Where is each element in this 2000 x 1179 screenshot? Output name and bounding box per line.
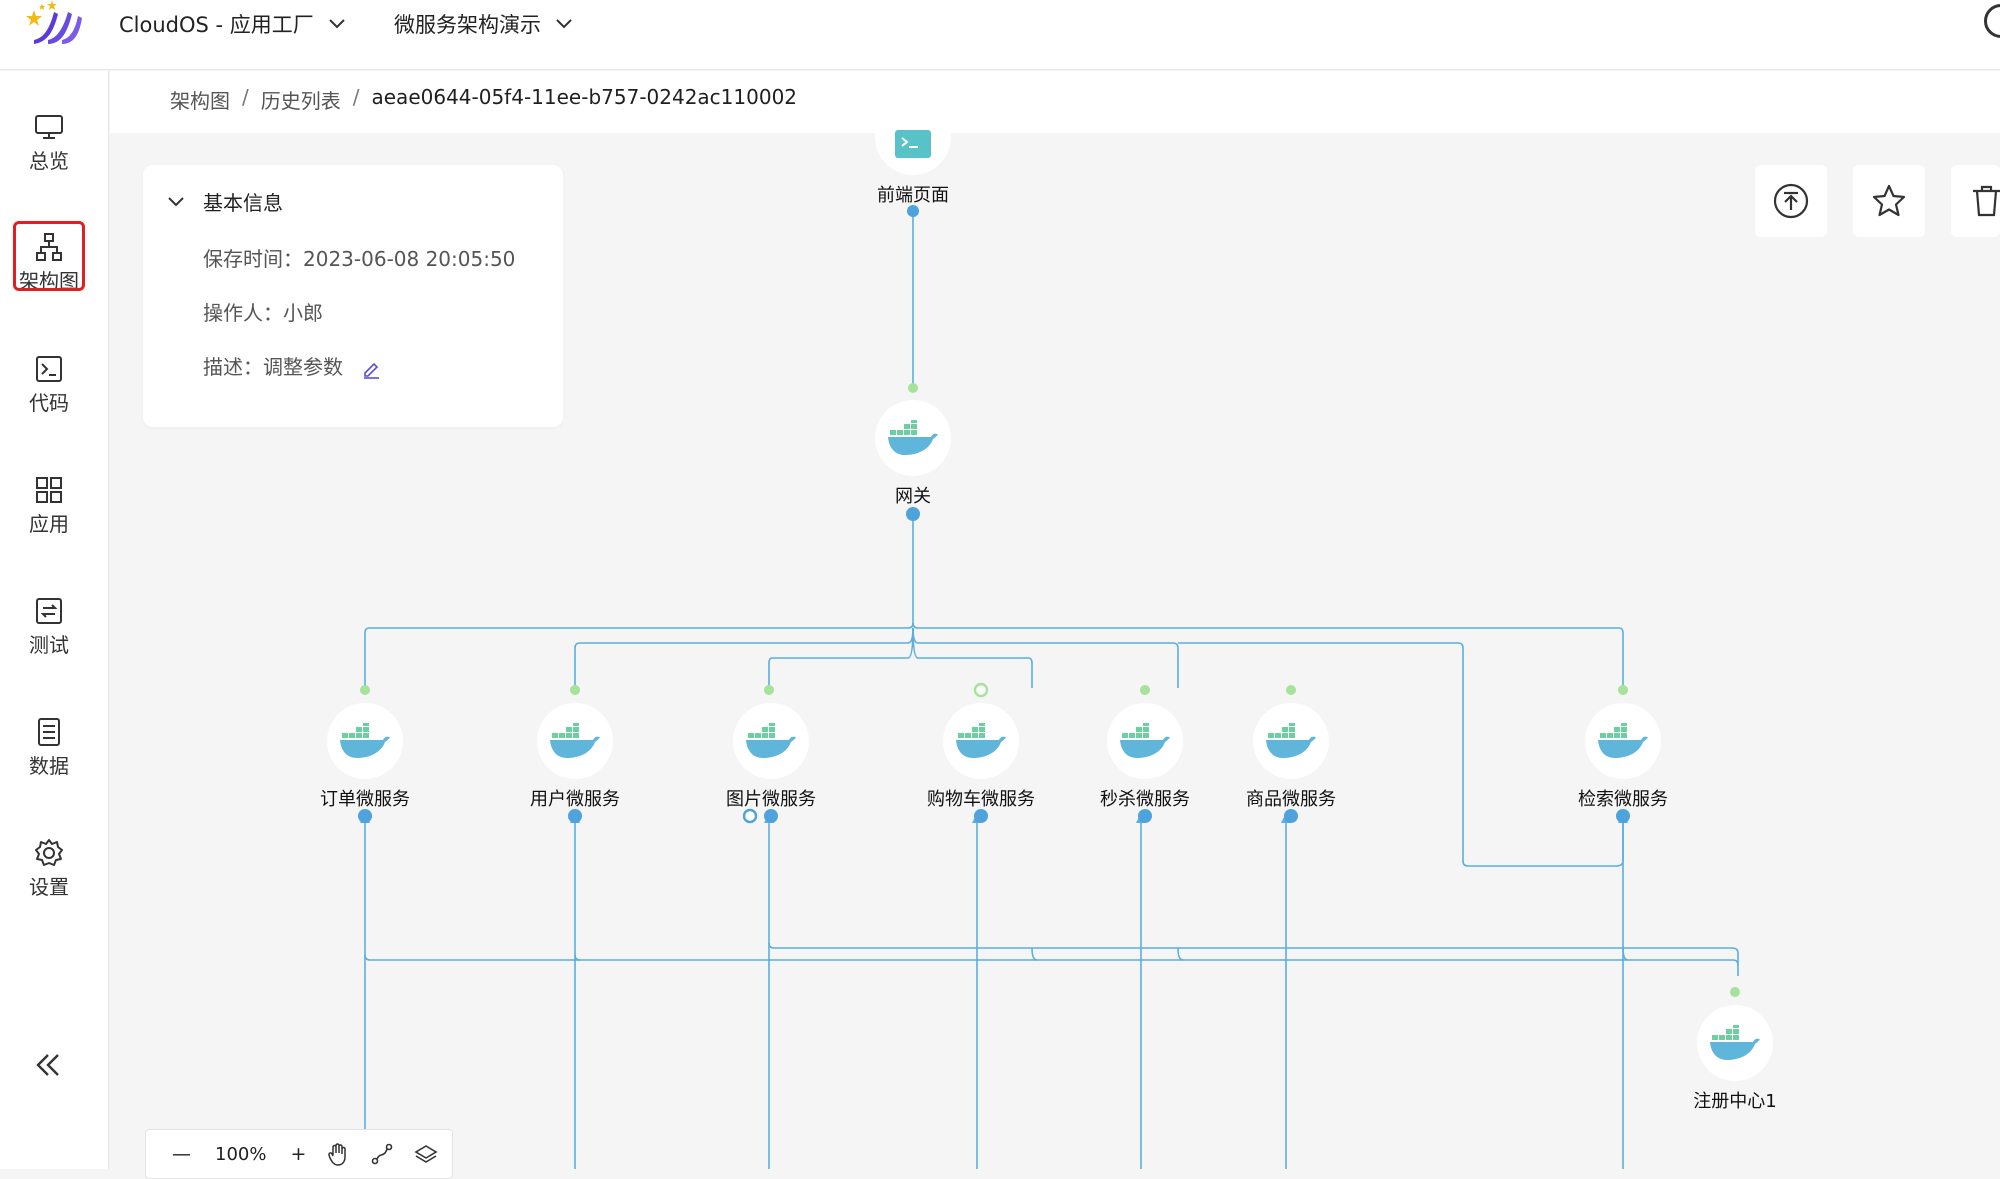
- node-label: 图片微服务: [726, 789, 816, 810]
- double-chevron-left-icon[interactable]: [30, 1047, 66, 1083]
- user-circle-icon[interactable]: [1984, 4, 2000, 38]
- breadcrumb-item-current: aeae0644-05f4-11ee-b757-0242ac110002: [371, 85, 798, 109]
- data-icon: [38, 718, 60, 746]
- diagram-node-order[interactable]: 订单微服务: [265, 703, 465, 811]
- diagram-node-registry[interactable]: 注册中心1: [1635, 1005, 1835, 1113]
- upload-icon: [1773, 183, 1809, 219]
- node-label: 前端页面: [877, 185, 949, 206]
- cloudos-logo[interactable]: [22, 0, 82, 48]
- grid-icon: [36, 477, 62, 503]
- node-label: 检索微服务: [1578, 789, 1668, 810]
- zoom-out-button[interactable]: —: [172, 1143, 191, 1165]
- hand-pan-icon[interactable]: [326, 1142, 350, 1166]
- sidebar-item-code[interactable]: 代码: [0, 353, 98, 433]
- node-label: 订单微服务: [320, 789, 410, 810]
- org-chart-icon: [36, 233, 62, 261]
- breadcrumb: 架构图 / 历史列表 / aeae0644-05f4-11ee-b757-024…: [170, 85, 797, 114]
- sidebar-item-testing[interactable]: 测试: [0, 595, 98, 675]
- chevron-down-icon: [556, 19, 572, 29]
- operator: 操作人：小郎: [203, 301, 323, 325]
- workspace-selector[interactable]: CloudOS - 应用工厂: [119, 8, 346, 40]
- diagram-node-user[interactable]: 用户微服务: [475, 703, 675, 811]
- sidebar: 总览 架构图 代码 应用 测试 数据 设置: [0, 71, 109, 1169]
- sidebar-item-label: 代码: [29, 391, 69, 415]
- project-name: 微服务架构演示: [394, 13, 541, 37]
- diagram-node-cart[interactable]: 购物车微服务: [881, 703, 1081, 811]
- layers-icon[interactable]: [414, 1142, 438, 1166]
- diagram-node-product[interactable]: 商品微服务: [1191, 703, 1391, 811]
- gear-icon: [35, 839, 63, 866]
- project-selector[interactable]: 微服务架构演示: [394, 8, 573, 40]
- docker-whale-icon: [1585, 703, 1661, 779]
- docker-whale-icon: [1107, 703, 1183, 779]
- sidebar-item-label: 数据: [29, 754, 69, 778]
- node-label: 网关: [895, 486, 931, 507]
- breadcrumb-separator: /: [352, 85, 360, 109]
- sidebar-item-architecture[interactable]: 架构图: [0, 231, 98, 311]
- node-label: 用户微服务: [530, 789, 620, 810]
- info-card-header[interactable]: 基本信息: [167, 187, 283, 216]
- workspace-name: CloudOS - 应用工厂: [119, 13, 314, 37]
- sidebar-item-settings[interactable]: 设置: [0, 837, 98, 917]
- node-label: 秒杀微服务: [1100, 789, 1190, 810]
- sidebar-item-label: 设置: [29, 875, 69, 899]
- diagram-node-image[interactable]: 图片微服务: [671, 703, 871, 811]
- save-time: 保存时间：2023-06-08 20:05:50: [203, 247, 516, 271]
- chevron-down-icon: [329, 19, 345, 29]
- node-label: 购物车微服务: [927, 789, 1035, 810]
- connector-icon[interactable]: [370, 1142, 394, 1166]
- delete-button[interactable]: [1951, 165, 2000, 237]
- edit-pencil-icon[interactable]: [361, 359, 381, 379]
- node-icon-frame: [875, 115, 951, 175]
- diagram-node-seckill[interactable]: 秒杀微服务: [1045, 703, 1245, 811]
- info-card-title: 基本信息: [203, 191, 283, 215]
- breadcrumb-separator: /: [242, 85, 249, 109]
- sidebar-item-label: 架构图: [19, 269, 79, 293]
- sidebar-item-apps[interactable]: 应用: [0, 474, 98, 554]
- zoom-in-button[interactable]: +: [290, 1143, 307, 1165]
- docker-whale-icon: [943, 703, 1019, 779]
- diagram-node-search[interactable]: 检索微服务: [1523, 703, 1723, 811]
- basic-info-card: 基本信息 保存时间：2023-06-08 20:05:50 操作人：小郎 描述：…: [143, 165, 563, 427]
- diagram-edges: [358, 205, 1740, 1169]
- breadcrumb-bar: 架构图 / 历史列表 / aeae0644-05f4-11ee-b757-024…: [110, 71, 2000, 133]
- zoom-level: 100%: [215, 1143, 267, 1165]
- star-icon: [1872, 184, 1906, 217]
- docker-whale-icon: [327, 703, 403, 779]
- terminal-icon: [895, 130, 931, 158]
- diagram-node-gateway[interactable]: 网关: [813, 400, 1013, 508]
- docker-whale-icon: [1253, 703, 1329, 779]
- description: 描述：调整参数: [203, 355, 343, 379]
- monitor-icon: [35, 115, 63, 139]
- node-label: 注册中心1: [1693, 1091, 1777, 1112]
- sidebar-item-label: 总览: [29, 149, 69, 173]
- diagram-node-frontend[interactable]: 前端页面: [813, 115, 1013, 207]
- sidebar-item-label: 测试: [29, 633, 69, 657]
- diagram-canvas[interactable]: [110, 133, 2000, 1169]
- publish-button[interactable]: [1755, 165, 1827, 237]
- sidebar-item-label: 应用: [29, 512, 69, 536]
- docker-whale-icon: [537, 703, 613, 779]
- node-label: 商品微服务: [1246, 789, 1336, 810]
- test-icon: [36, 598, 62, 624]
- favorite-button[interactable]: [1853, 165, 1925, 237]
- sidebar-item-overview[interactable]: 总览: [0, 111, 98, 191]
- zoom-toolbar: — 100% +: [145, 1129, 453, 1179]
- docker-whale-icon: [733, 703, 809, 779]
- sidebar-item-data[interactable]: 数据: [0, 716, 98, 796]
- docker-whale-icon: [875, 400, 951, 476]
- chevron-down-icon[interactable]: [167, 196, 185, 208]
- top-bar: CloudOS - 应用工厂 微服务架构演示: [0, 0, 2000, 70]
- trash-icon: [1973, 185, 2000, 217]
- breadcrumb-item-history[interactable]: 历史列表: [260, 89, 341, 113]
- breadcrumb-item-architecture[interactable]: 架构图: [170, 89, 230, 113]
- terminal-icon: [36, 356, 62, 382]
- docker-whale-icon: [1697, 1005, 1773, 1081]
